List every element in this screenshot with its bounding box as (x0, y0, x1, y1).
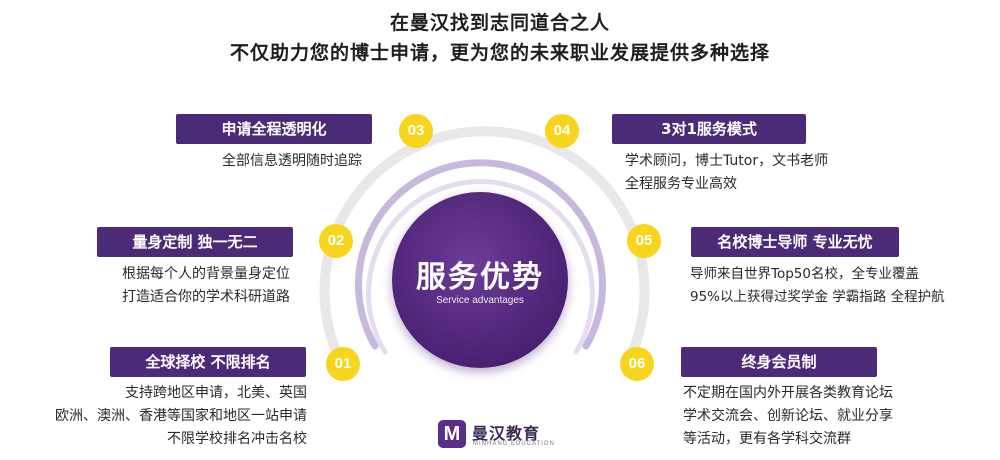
item-01-title: 全球择校 不限排名 (110, 347, 306, 377)
center-subtitle: Service advantages (436, 295, 524, 306)
item-01-line-2: 欧洲、澳洲、香港等国家和地区一站申请 (55, 408, 307, 424)
logo-subtitle: MINHANG EDUCATION (473, 441, 555, 447)
item-03-title: 申请全程透明化 (176, 114, 372, 144)
item-03-description: 全部信息透明随时追踪 (100, 150, 362, 173)
service-advantages-circle: 服务优势 Service advantages (392, 192, 568, 368)
logo-name: 曼汉教育 (472, 424, 541, 443)
item-06-line-2: 学术交流会、创新论坛、就业分享 (683, 408, 893, 424)
item-04-line-1: 学术顾问，博士Tutor，文书老师 (625, 153, 829, 169)
number-badge-01: 01 (326, 347, 360, 381)
item-02-description: 根据每个人的背景量身定位 打造适合你的学术科研道路 (20, 263, 290, 309)
inner-arc (355, 159, 606, 350)
logo-mark-icon: M (438, 420, 466, 448)
item-04-title: 3对1服务模式 (612, 114, 806, 144)
item-04-line-2: 全程服务专业高效 (625, 176, 737, 192)
inner-arc-shadow (366, 178, 595, 355)
number-badge-05: 05 (627, 224, 661, 258)
number-badge-04: 04 (545, 114, 579, 148)
outer-arc (319, 126, 650, 367)
number-badge-02: 02 (319, 224, 353, 258)
headline-secondary: 不仅助力您的博士申请，更为您的未来职业发展提供多种选择 (229, 42, 770, 64)
item-01-description: 支持跨地区申请，北美、英国 欧洲、澳洲、香港等国家和地区一站申请 不限学校排名冲… (0, 382, 307, 451)
number-badge-06: 06 (620, 347, 654, 381)
item-06-title: 终身会员制 (681, 347, 877, 377)
item-05-title: 名校博士导师 专业无忧 (691, 227, 899, 257)
headline-primary: 在曼汉找到志同道合之人 (389, 12, 610, 34)
item-04-description: 学术顾问，博士Tutor，文书老师 全程服务专业高效 (625, 150, 828, 196)
brand-logo: M 曼汉教育 MINHANG EDUCATION (438, 418, 568, 454)
item-05-line-2: 95%以上获得过奖学金 学霸指路 全程护航 (690, 289, 945, 305)
number-badge-03: 03 (399, 114, 433, 148)
item-06-description: 不定期在国内外开展各类教育论坛 学术交流会、创新论坛、就业分享 等活动，更有各学… (683, 382, 893, 451)
item-05-description: 导师来自世界Top50名校，全专业覆盖 95%以上获得过奖学金 学霸指路 全程护… (690, 263, 945, 309)
item-06-line-1: 不定期在国内外开展各类教育论坛 (683, 385, 893, 401)
item-03-line-1: 全部信息透明随时追踪 (222, 153, 362, 169)
item-06-line-3: 等活动，更有各学科交流群 (683, 431, 851, 447)
item-02-line-2: 打造适合你的学术科研道路 (122, 289, 290, 305)
center-title: 服务优势 (416, 260, 544, 295)
item-01-line-1: 支持跨地区申请，北美、英国 (125, 385, 307, 401)
item-02-title: 量身定制 独一无二 (97, 227, 293, 257)
item-02-line-1: 根据每个人的背景量身定位 (122, 266, 290, 282)
item-01-line-3: 不限学校排名冲击名校 (167, 431, 307, 447)
item-05-line-1: 导师来自世界Top50名校，全专业覆盖 (690, 266, 919, 282)
